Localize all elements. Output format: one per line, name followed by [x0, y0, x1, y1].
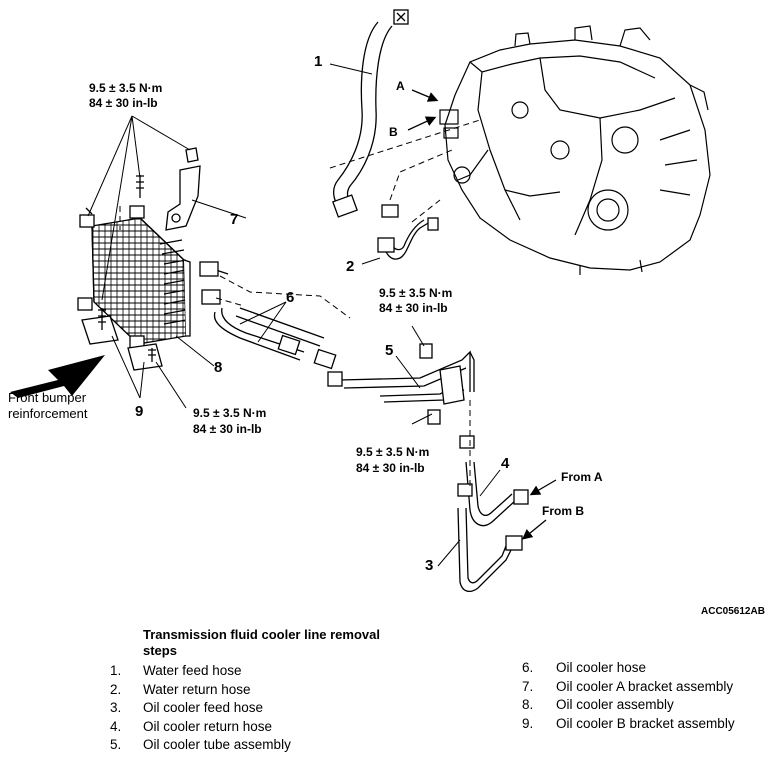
oil-cooler-feed-hose — [457, 507, 523, 593]
torque-spec-1-nm: 9.5 ± 3.5 N·m — [89, 81, 162, 95]
water-return-hose — [377, 204, 439, 260]
step-text: Oil cooler assembly — [556, 697, 674, 712]
callout-6: 6 — [286, 289, 294, 306]
figure-code: ACC05612AB — [701, 606, 765, 617]
step-text: Oil cooler hose — [556, 660, 647, 675]
oil-cooler-hose — [199, 261, 337, 370]
callout-9: 9 — [135, 403, 143, 420]
oil-cooler-return-hose — [457, 435, 529, 527]
step-number: 5. — [110, 737, 122, 752]
removal-steps-list-left: 1. Water feed hose 2. Water return hose 3.… — [110, 663, 291, 756]
front-bumper-label-line2: reinforcement — [8, 406, 88, 421]
removal-step: 6. Oil cooler hose — [522, 660, 735, 679]
torque-spec-3-inlb: 84 ± 30 in-lb — [193, 422, 262, 436]
removal-step: 7. Oil cooler A bracket assembly — [522, 679, 735, 698]
removal-step: 4. Oil cooler return hose — [110, 719, 291, 738]
step-number: 4. — [110, 718, 122, 734]
step-number: 9. — [522, 715, 534, 731]
callout-7: 7 — [230, 211, 238, 228]
step-text: Oil cooler return hose — [143, 718, 273, 734]
direction-arrows — [407, 89, 557, 540]
torque-spec-4-nm: 9.5 ± 3.5 N·m — [356, 445, 429, 459]
step-number: 6. — [522, 660, 534, 675]
callout-b: B — [389, 125, 398, 139]
torque-spec-2-inlb: 84 ± 30 in-lb — [379, 301, 448, 315]
step-text: Oil cooler B bracket assembly — [556, 715, 735, 731]
oil-cooler-b-bracket — [81, 308, 163, 371]
from-b-label: From B — [542, 504, 584, 518]
callout-5: 5 — [385, 342, 393, 359]
step-text: Oil cooler A bracket assembly — [556, 678, 734, 694]
torque-spec-4-inlb: 84 ± 30 in-lb — [356, 461, 425, 475]
torque-spec-1-inlb: 84 ± 30 in-lb — [89, 96, 158, 110]
callout-3: 3 — [425, 557, 433, 574]
connection-lines — [119, 119, 481, 486]
callout-4: 4 — [501, 455, 510, 472]
step-text: Oil cooler tube assembly — [143, 737, 291, 752]
step-number: 2. — [110, 681, 122, 697]
removal-step: 5. Oil cooler tube assembly — [110, 737, 291, 756]
step-number: 8. — [522, 697, 534, 712]
step-text: Oil cooler feed hose — [143, 700, 264, 715]
callout-1: 1 — [314, 53, 322, 70]
step-number: 3. — [110, 700, 122, 715]
callout-8: 8 — [214, 359, 222, 376]
torque-spec-3-nm: 9.5 ± 3.5 N·m — [193, 406, 266, 420]
removal-step: 3. Oil cooler feed hose — [110, 700, 291, 719]
step-number: 7. — [522, 678, 534, 694]
step-text: Water return hose — [143, 681, 251, 697]
exploded-diagram: 1 2 3 4 5 6 7 8 9 A B 9.5 ± 3.5 N·m 84 ±… — [8, 9, 765, 617]
front-bumper-label-line1: Front bumper — [8, 390, 87, 405]
removal-step: 9. Oil cooler B bracket assembly — [522, 716, 735, 735]
transmission-housing — [439, 25, 711, 275]
removal-steps-list-right: 6. Oil cooler hose 7. Oil cooler A bracket… — [522, 660, 735, 734]
from-a-label: From A — [561, 470, 603, 484]
removal-step: 8. Oil cooler assembly — [522, 697, 735, 716]
step-text: Water feed hose — [143, 663, 242, 678]
callout-2: 2 — [346, 258, 354, 275]
removal-steps-title: Transmission fluid cooler line removal s… — [143, 627, 380, 658]
water-feed-hose — [332, 9, 409, 218]
front-arrow-icon — [10, 355, 105, 398]
leader-lines — [87, 63, 501, 567]
removal-step: 2. Water return hose — [110, 682, 291, 701]
torque-spec-2-nm: 9.5 ± 3.5 N·m — [379, 286, 452, 300]
oil-cooler-assembly — [77, 205, 191, 349]
callout-a: A — [396, 79, 405, 93]
removal-step: 1. Water feed hose — [110, 663, 291, 682]
oil-cooler-tube-assembly — [327, 343, 475, 425]
step-number: 1. — [110, 663, 122, 678]
